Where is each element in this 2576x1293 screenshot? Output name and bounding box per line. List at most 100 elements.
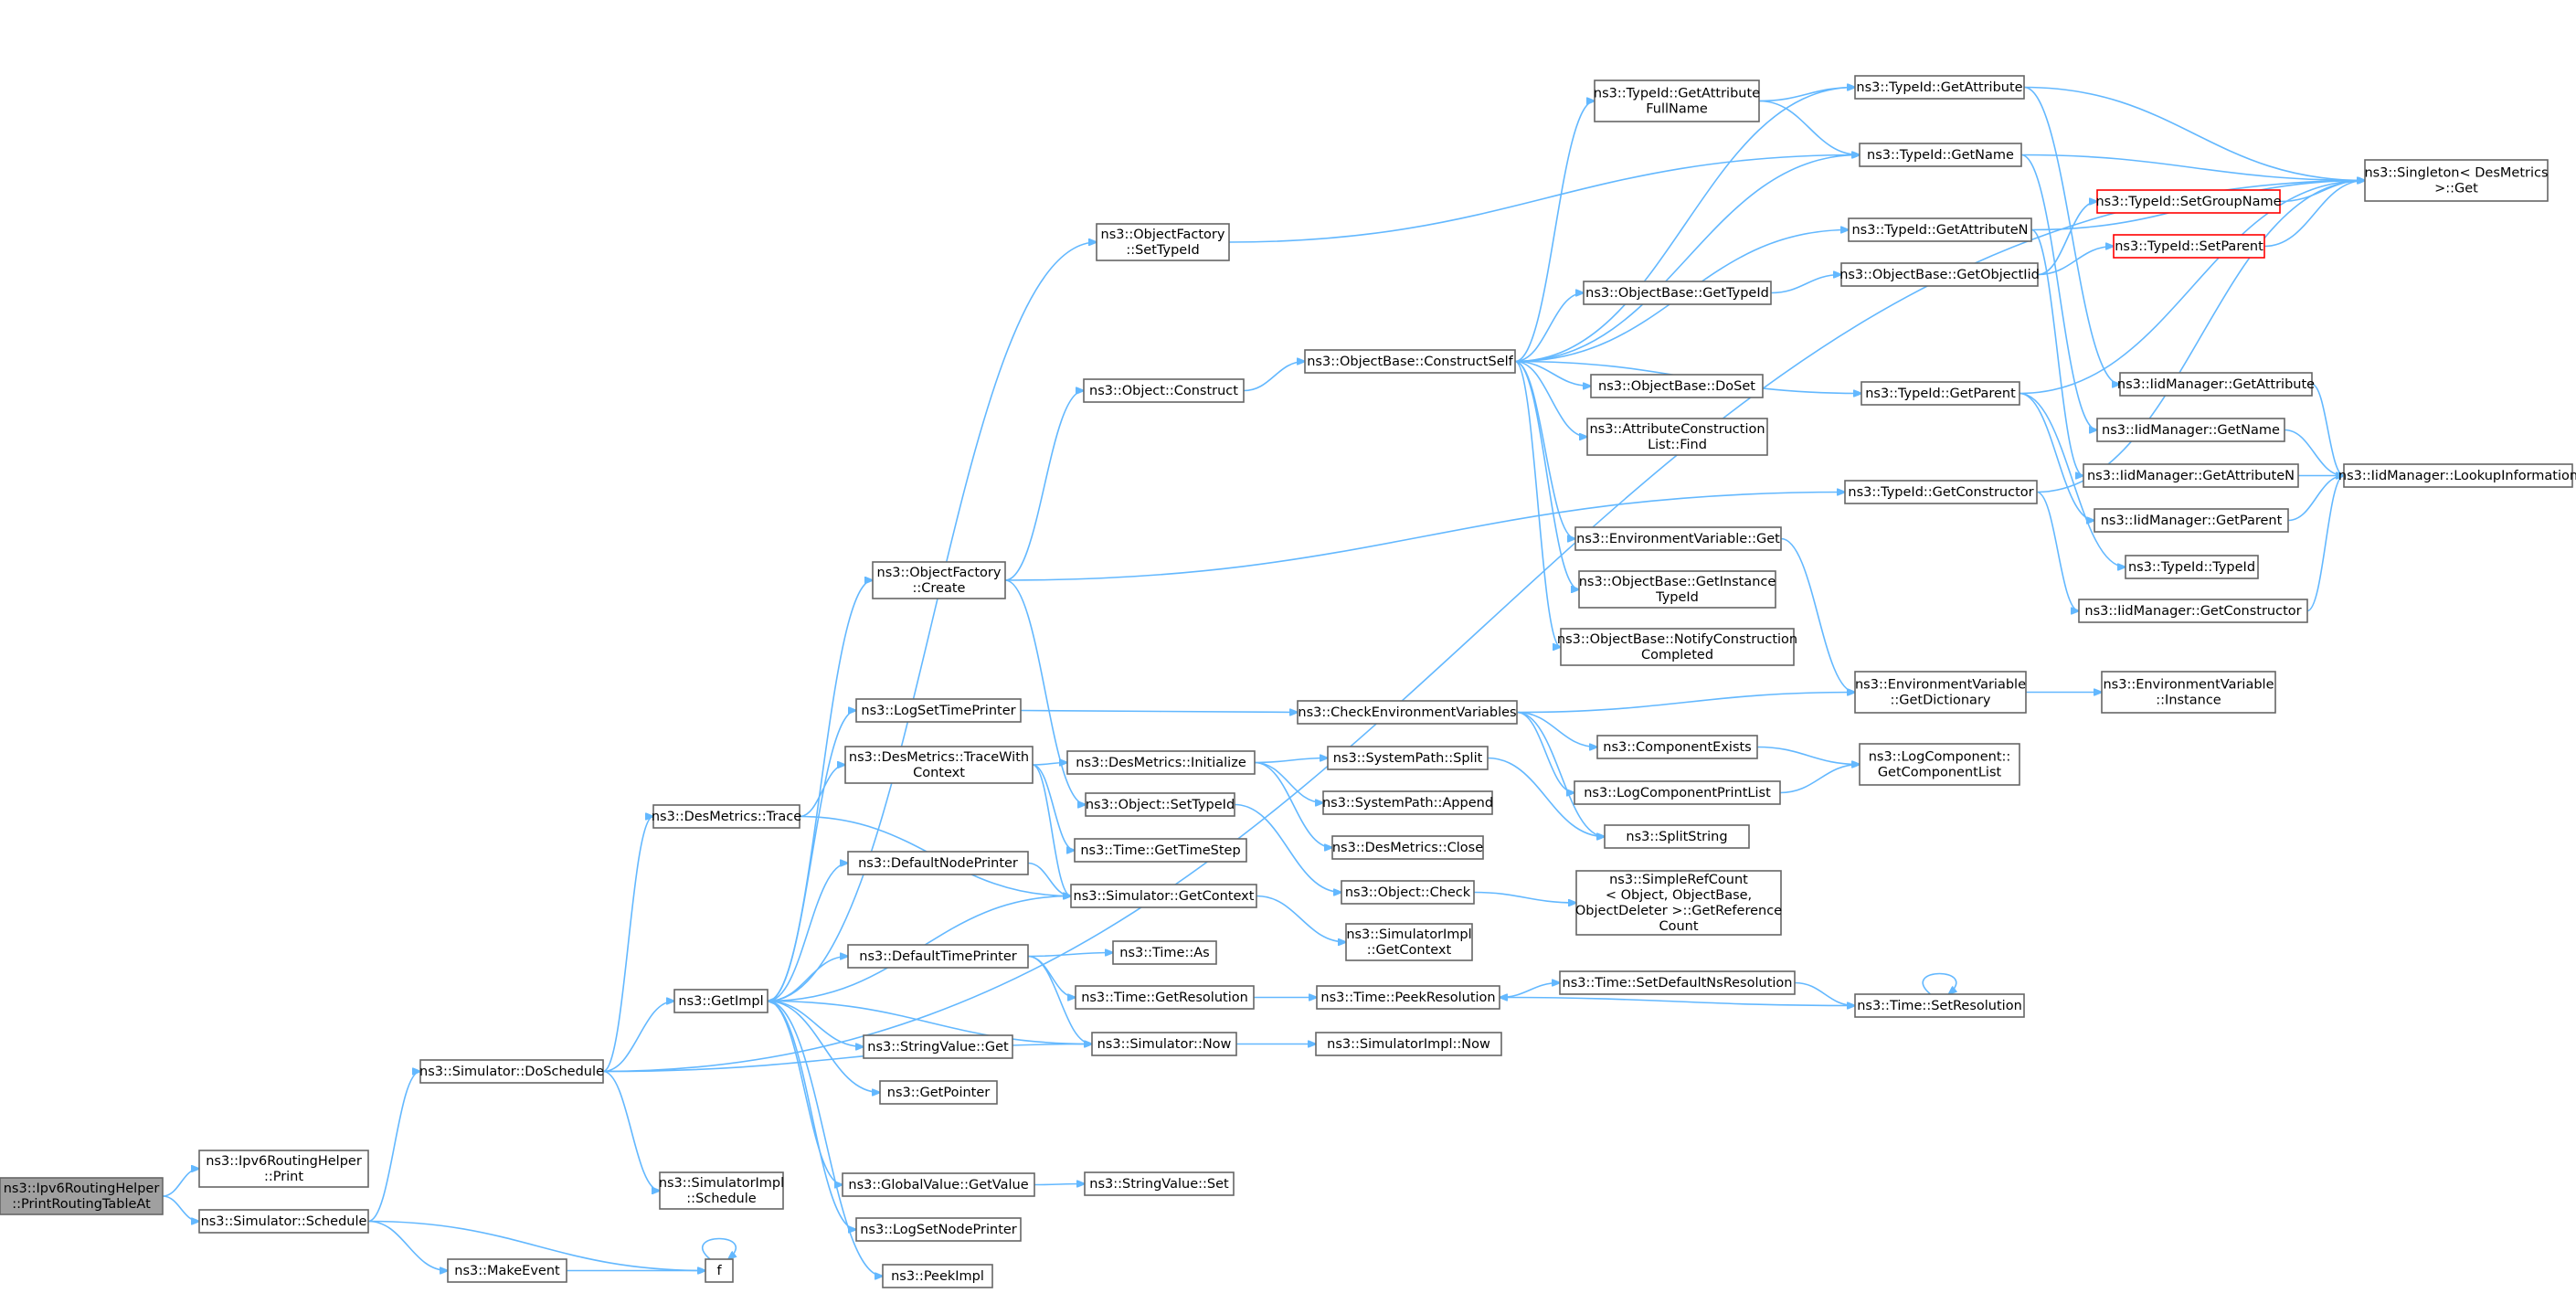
node-label: ns3::ComponentExists [1603, 740, 1752, 755]
node-singletonget[interactable]: ns3::Singleton< DesMetrics >::Get [2364, 159, 2549, 202]
node-typeidgetconstructor[interactable]: ns3::TypeId::GetConstructor [1844, 480, 2038, 504]
edge-schedule-to-doschedule [367, 1072, 420, 1223]
node-label: ns3::EnvironmentVariable [2103, 677, 2274, 692]
node-envvarget[interactable]: ns3::EnvironmentVariable::Get [1574, 526, 1782, 551]
node-globalvalueget[interactable]: ns3::GlobalValue::GetValue [842, 1172, 1035, 1197]
node-iidgetparent[interactable]: ns3::IidManager::GetParent [2094, 508, 2289, 533]
node-peekimpl[interactable]: ns3::PeekImpl [882, 1264, 993, 1288]
edge-typeidgetattr-to-iidgetattr [2023, 86, 2120, 385]
edge-objectcheck-to-simplerefcount [1473, 891, 1576, 904]
edge-getimpl-to-getpointer [767, 1000, 880, 1093]
node-desmetricstrace[interactable]: ns3::DesMetrics::Trace [652, 804, 801, 829]
node-setdefaultnsres[interactable]: ns3::Time::SetDefaultNsResolution [1559, 970, 1796, 995]
node-logsetnodeprinter[interactable]: ns3::LogSetNodePrinter [855, 1217, 1022, 1242]
node-box [1604, 824, 1750, 849]
node-notifyconstruct[interactable]: ns3::ObjectBase::NotifyConstructionCompl… [1557, 628, 1797, 666]
node-defaultnodeprinter[interactable]: ns3::DefaultNodePrinter [847, 851, 1029, 875]
node-splitstring[interactable]: ns3::SplitString [1604, 824, 1750, 849]
node-simimplschedule[interactable]: ns3::SimulatorImpl::Schedule [659, 1171, 784, 1210]
node-lookupinfo[interactable]: ns3::IidManager::LookupInformation [2338, 463, 2576, 488]
node-label: ns3::SystemPath::Split [1333, 751, 1483, 766]
edge-tracewithcontext-to-gettimestep [1032, 764, 1075, 851]
node-simimplgetcontext[interactable]: ns3::SimulatorImpl::GetContext [1345, 923, 1473, 961]
node-syspathappend[interactable]: ns3::SystemPath::Append [1322, 790, 1493, 815]
node-setparent[interactable]: ns3::TypeId::SetParent [2113, 234, 2265, 259]
node-simimplnow[interactable]: ns3::SimulatorImpl::Now [1315, 1032, 1502, 1056]
node-iidgetattrn[interactable]: ns3::IidManager::GetAttributeN [2083, 463, 2299, 488]
node-label: ns3::Simulator::DoSchedule [419, 1065, 604, 1079]
node-simnow[interactable]: ns3::Simulator::Now [1091, 1032, 1237, 1056]
node-stringvalueset[interactable]: ns3::StringValue::Set [1084, 1171, 1235, 1196]
node-setgroupname[interactable]: ns3::TypeId::SetGroupName [2095, 189, 2282, 214]
edge-desmetricsinit-to-desmetricsclose [1254, 761, 1332, 848]
node-typeidgetattrn[interactable]: ns3::TypeId::GetAttributeN [1848, 217, 2032, 242]
node-simplerefcount[interactable]: ns3::SimpleRefCount< Object, ObjectBase,… [1575, 870, 1782, 936]
node-iidgetname[interactable]: ns3::IidManager::GetName [2096, 418, 2285, 442]
node-ipv6print[interactable]: ns3::Ipv6RoutingHelper::Print [198, 1150, 369, 1188]
node-logcompgetlist[interactable]: ns3::LogComponent::GetComponentList [1859, 743, 2020, 786]
edge-objectsettypeid-to-objectcheck [1234, 803, 1341, 893]
node-objbasedoset[interactable]: ns3::ObjectBase::DoSet [1590, 374, 1764, 398]
node-label: GetComponentList [1878, 765, 2002, 779]
node-timegetres[interactable]: ns3::Time::GetResolution [1075, 985, 1255, 1010]
node-logsettimeprinter[interactable]: ns3::LogSetTimePrinter [855, 698, 1022, 723]
node-objectcheck[interactable]: ns3::Object::Check [1341, 880, 1475, 905]
node-envvarinstance[interactable]: ns3::EnvironmentVariable::Instance [2101, 671, 2276, 714]
node-box [1070, 884, 1257, 908]
node-peekres[interactable]: ns3::Time::PeekResolution [1316, 985, 1500, 1010]
node-box [842, 1172, 1035, 1197]
node-doschedule[interactable]: ns3::Simulator::DoSchedule [419, 1059, 604, 1084]
node-envvargetdict[interactable]: ns3::EnvironmentVariable::GetDictionary [1854, 671, 2027, 714]
edge-checkenv-to-componentexists [1516, 711, 1597, 747]
node-constructself[interactable]: ns3::ObjectBase::ConstructSelf [1304, 349, 1516, 374]
node-box [882, 1264, 993, 1288]
node-box [1840, 262, 2039, 287]
node-typeidgetattr[interactable]: ns3::TypeId::GetAttribute [1854, 75, 2025, 100]
node-timesetres[interactable]: ns3::Time::SetResolution [1854, 993, 2025, 1018]
node-objfactorysettypeid[interactable]: ns3::ObjectFactory::SetTypeId [1096, 223, 1230, 261]
node-typeidtypeid[interactable]: ns3::TypeId::TypeId [2125, 555, 2259, 579]
edge-doschedule-to-simnow [602, 1044, 1092, 1073]
node-iidgetattr[interactable]: ns3::IidManager::GetAttribute [2117, 372, 2315, 397]
node-syspathsplit[interactable]: ns3::SystemPath::Split [1327, 746, 1489, 770]
node-defaulttimeprinter[interactable]: ns3::DefaultTimePrinter [847, 944, 1029, 969]
node-getpointer[interactable]: ns3::GetPointer [879, 1080, 998, 1105]
node-typeidgetparent[interactable]: ns3::TypeId::GetParent [1860, 381, 2020, 406]
node-stringvalueget[interactable]: ns3::StringValue::Get [863, 1034, 1013, 1059]
node-gettimestep[interactable]: ns3::Time::GetTimeStep [1074, 838, 1247, 863]
node-getobjectiid[interactable]: ns3::ObjectBase::GetObjectIid [1839, 262, 2040, 287]
node-f[interactable]: f [705, 1258, 734, 1283]
node-componentexists[interactable]: ns3::ComponentExists [1596, 735, 1758, 759]
node-objectsettypeid[interactable]: ns3::Object::SetTypeId [1085, 792, 1235, 817]
node-desmetricsclose[interactable]: ns3::DesMetrics::Close [1331, 835, 1484, 860]
node-box [1322, 790, 1493, 815]
node-makeevent[interactable]: ns3::MakeEvent [447, 1258, 567, 1283]
node-desmetricsinit[interactable]: ns3::DesMetrics::Initialize [1066, 750, 1256, 775]
node-objbasegettypeid[interactable]: ns3::ObjectBase::GetTypeId [1583, 281, 1772, 305]
node-getimpl[interactable]: ns3::GetImpl [673, 989, 769, 1013]
node-logcompprintlist[interactable]: ns3::LogComponentPrintList [1574, 780, 1781, 805]
edge-objfactorycreate-to-objectconstruct [1004, 391, 1084, 581]
node-box [844, 746, 1034, 784]
edge-f-to-f [702, 1237, 736, 1260]
node-label: ObjectDeleter >::GetReference [1575, 904, 1782, 918]
edge-checkenv-to-splitstring [1516, 711, 1605, 837]
node-checkenv[interactable]: ns3::CheckEnvironmentVariables [1297, 700, 1518, 725]
node-label: ns3::ObjectBase::GetObjectIid [1839, 268, 2040, 282]
node-label: ns3::IidManager::LookupInformation [2338, 469, 2576, 483]
node-typeidgetname[interactable]: ns3::TypeId::GetName [1859, 143, 2022, 167]
node-objfactorycreate[interactable]: ns3::ObjectFactory::Create [872, 561, 1006, 599]
node-label: List::Find [1648, 438, 1707, 452]
node-iidgetconstructor[interactable]: ns3::IidManager::GetConstructor [2078, 599, 2308, 623]
node-box [1331, 835, 1484, 860]
node-root[interactable]: ns3::Ipv6RoutingHelper::PrintRoutingTabl… [0, 1177, 164, 1215]
node-objectconstruct[interactable]: ns3::Object::Construct [1083, 378, 1245, 403]
node-schedule[interactable]: ns3::Simulator::Schedule [198, 1209, 369, 1234]
node-simgetcontext[interactable]: ns3::Simulator::GetContext [1070, 884, 1257, 908]
node-timeas[interactable]: ns3::Time::As [1112, 940, 1217, 965]
node-label: FullName [1646, 101, 1708, 116]
